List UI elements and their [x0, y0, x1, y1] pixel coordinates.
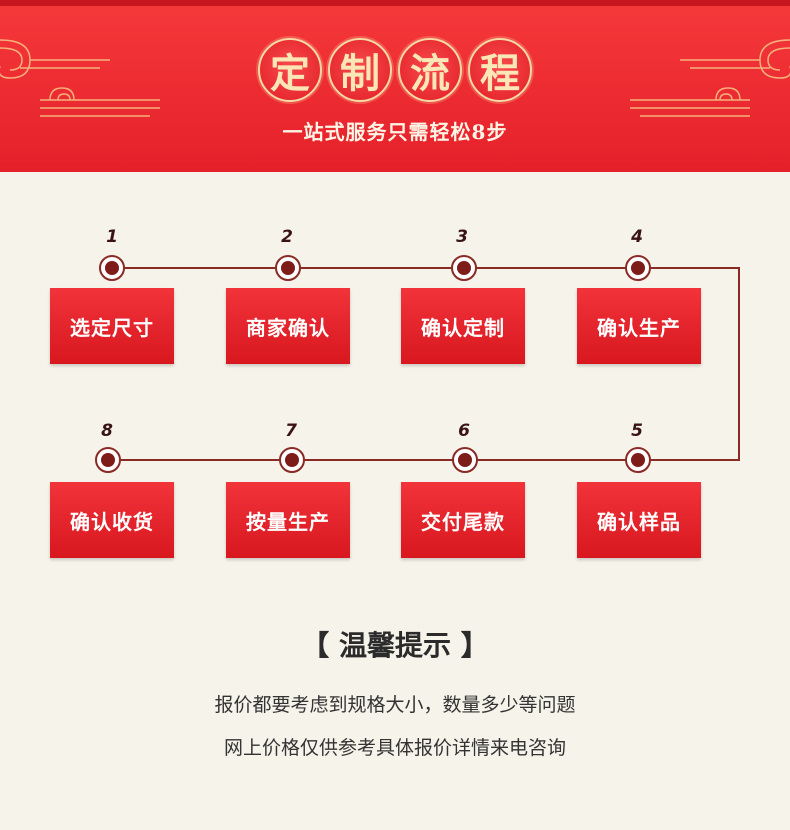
banner-top-edge — [0, 0, 790, 6]
step-number: 3 — [456, 227, 468, 247]
process-flow: 1 选定尺寸 2 商家确认 3 确认定制 4 确认生产 8 确认收货 7 按量生… — [0, 172, 790, 592]
tips-heading: 【 温馨提示 】 — [301, 629, 489, 662]
title-char: 制 — [328, 38, 392, 102]
step-node — [99, 255, 125, 281]
title-char: 定 — [258, 38, 322, 102]
step-box-8: 确认收货 — [50, 482, 174, 558]
step-node — [275, 255, 301, 281]
title-char: 程 — [468, 38, 532, 102]
connector-line-top — [112, 267, 740, 269]
step-box-3: 确认定制 — [401, 288, 525, 364]
connector-line-bottom — [108, 459, 740, 461]
step-box-2: 商家确认 — [226, 288, 350, 364]
step-node — [625, 447, 651, 473]
tips-text-line: 报价都要考虑到规格大小，数量多少等问题 — [214, 694, 576, 716]
step-node — [451, 255, 477, 281]
step-node — [95, 447, 121, 473]
step-box-7: 按量生产 — [226, 482, 350, 558]
step-number: 6 — [458, 421, 470, 441]
tips-text-line: 网上价格仅供参考具体报价详情来电咨询 — [223, 737, 566, 759]
step-number: 5 — [631, 421, 643, 441]
cloud-pattern-left-icon — [0, 39, 160, 117]
step-node — [625, 255, 651, 281]
step-box-1: 选定尺寸 — [50, 288, 174, 364]
step-box-6: 交付尾款 — [401, 482, 525, 558]
step-number: 7 — [285, 421, 297, 441]
step-node — [452, 447, 478, 473]
step-number: 4 — [631, 227, 643, 247]
title-char: 流 — [398, 38, 462, 102]
step-number: 1 — [106, 227, 118, 247]
step-node — [279, 447, 305, 473]
step-box-5: 确认样品 — [577, 482, 701, 558]
page-title: 定 制 流 程 — [0, 38, 790, 102]
page-subtitle: 一站式服务只需轻松8步 — [282, 120, 508, 144]
step-box-4: 确认生产 — [577, 288, 701, 364]
connector-line-right — [738, 267, 740, 460]
step-number: 8 — [101, 421, 113, 441]
step-number: 2 — [281, 227, 293, 247]
header-banner: 定 制 流 程 一站式服务只需轻松8步 — [0, 0, 790, 172]
